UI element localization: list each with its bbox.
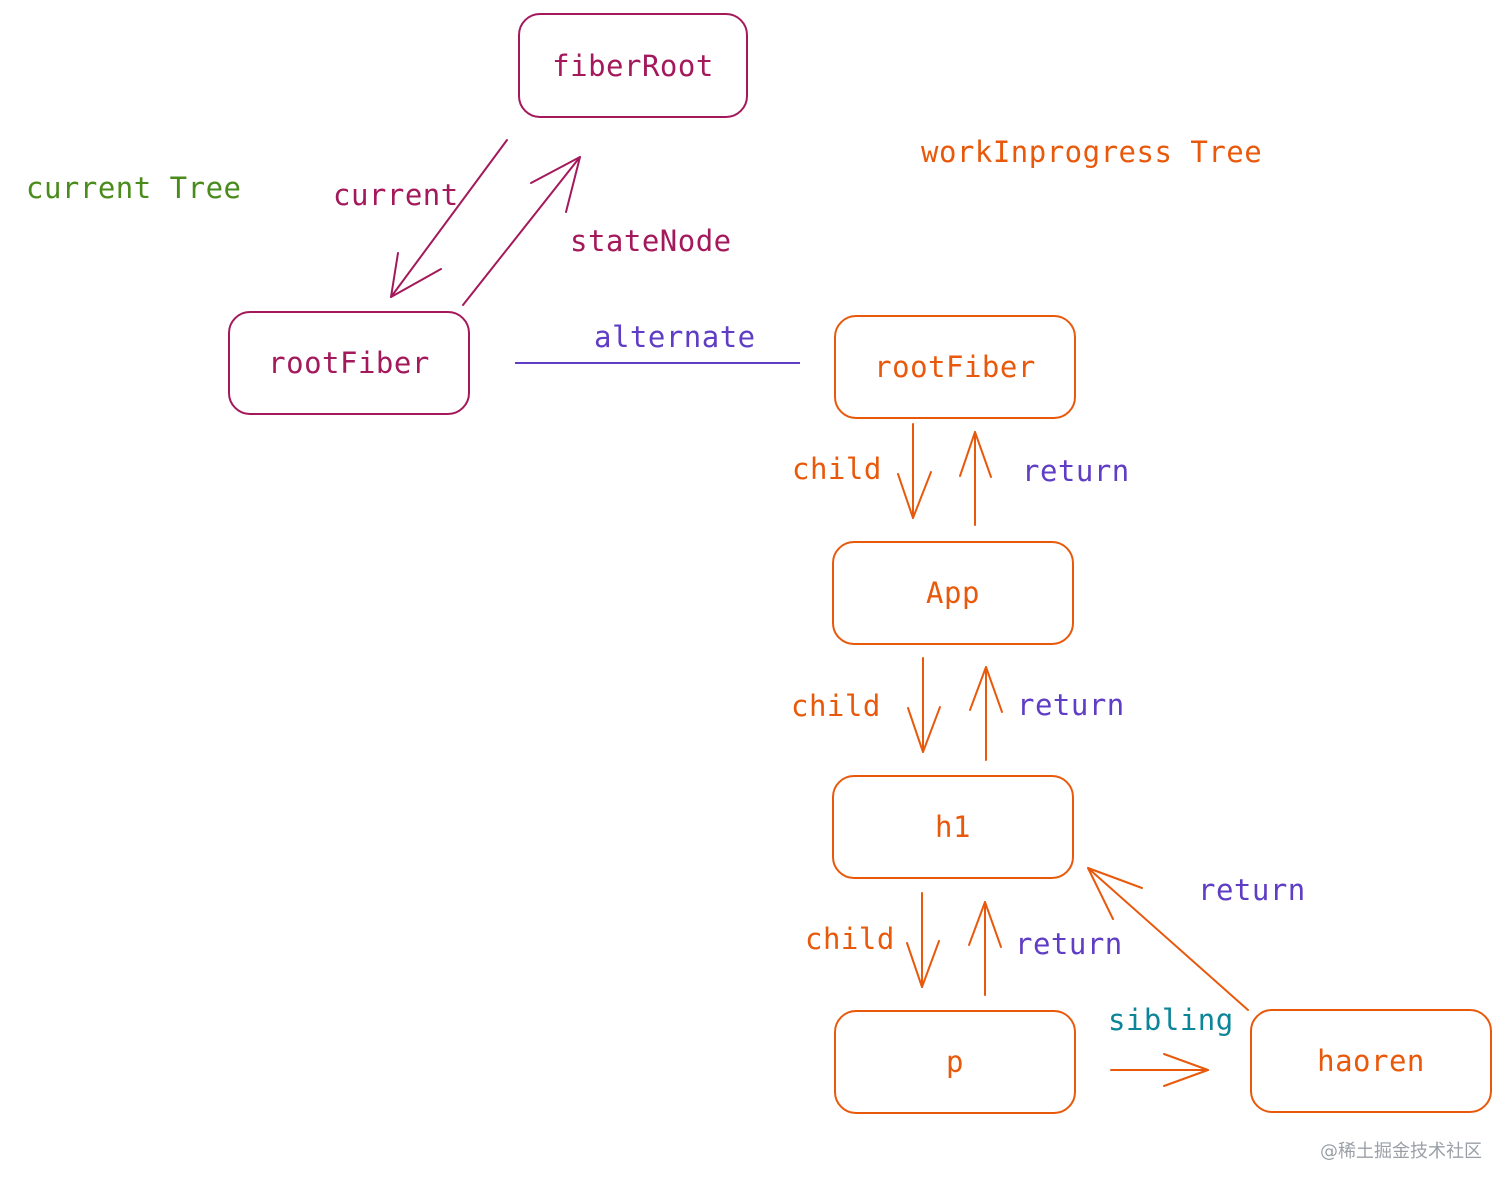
current-edge-label: current (333, 178, 459, 212)
current-tree-label: current Tree (26, 171, 242, 205)
alternate-edge-label: alternate (594, 320, 756, 354)
return-arrow-1 (959, 431, 992, 526)
return-edge-label-3: return (1015, 927, 1123, 961)
child-edge-label-1: child (792, 452, 882, 486)
return-edge-label-2: return (1017, 688, 1125, 722)
return-edge-label-1: return (1022, 454, 1130, 488)
state-node-edge-label: stateNode (570, 224, 732, 258)
child-arrow-1 (897, 423, 932, 519)
fiber-root-node: fiberRoot (518, 13, 748, 118)
wip-root-fiber-node: rootFiber (834, 315, 1076, 419)
sibling-arrow (1110, 1053, 1209, 1087)
h1-node: h1 (832, 775, 1074, 879)
child-edge-label-3: child (805, 922, 895, 956)
haoren-node: haoren (1250, 1009, 1492, 1113)
return-arrow-2 (969, 666, 1003, 761)
app-node: App (832, 541, 1074, 645)
child-edge-label-2: child (791, 689, 881, 723)
sibling-edge-label: sibling (1108, 1003, 1234, 1037)
state-node-arrow (462, 156, 581, 306)
current-arrow (390, 139, 508, 298)
return-arrow-haoren (1087, 867, 1249, 1011)
child-arrow-3 (906, 892, 940, 988)
child-arrow-2 (907, 657, 941, 753)
p-node: p (834, 1010, 1076, 1114)
watermark: @稀土掘金技术社区 (1320, 1141, 1482, 1162)
current-root-fiber-node: rootFiber (228, 311, 470, 415)
return-arrow-3 (968, 901, 1002, 996)
return-edge-label-haoren: return (1198, 873, 1306, 907)
wip-tree-label: workInprogress Tree (921, 135, 1263, 169)
